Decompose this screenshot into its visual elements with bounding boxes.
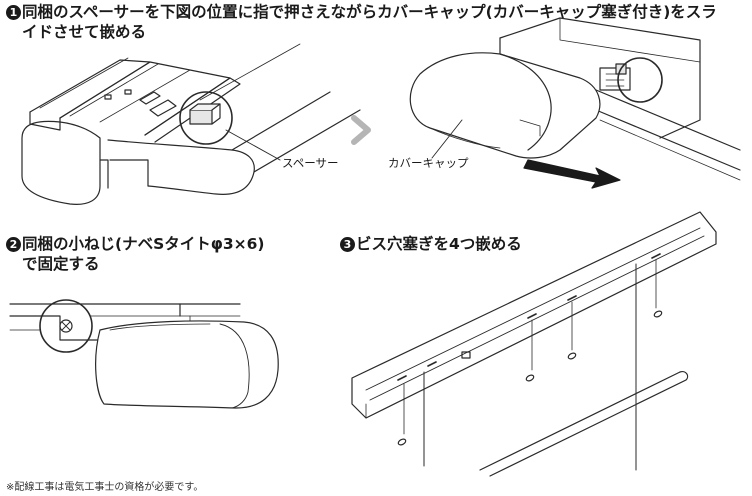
step3-text-line1: ビス穴塞ぎを4つ嵌める bbox=[356, 235, 522, 253]
step1-text-line1: 同梱のスペーサーを下図の位置に指で押さえながらカバーキャップ(カバーキャップ塞ぎ… bbox=[22, 3, 717, 21]
step2-text-line1: 同梱の小ねじ(ナベSタイトφ3×6) bbox=[22, 235, 265, 253]
step1-number-badge: 1 bbox=[6, 5, 21, 20]
cover-cap-callout-label: カバーキャップ bbox=[388, 156, 469, 170]
step1-rail-drawing bbox=[21, 43, 361, 205]
spacer-callout-label: スペーサー bbox=[282, 156, 339, 170]
step1-text-line2: イドさせて嵌める bbox=[22, 23, 147, 41]
step2-number-badge: 2 bbox=[6, 237, 21, 252]
step2-screw-drawing bbox=[9, 299, 279, 409]
step1-cover-cap-drawing bbox=[409, 17, 741, 189]
step2-text-line2: で固定する bbox=[22, 255, 100, 273]
step3-fixture-drawing bbox=[351, 211, 717, 477]
step3-number-badge: 3 bbox=[340, 237, 355, 252]
next-step-chevron bbox=[351, 115, 371, 145]
footnote: ※配線工事は電気工事士の資格が必要です。 bbox=[6, 482, 204, 493]
